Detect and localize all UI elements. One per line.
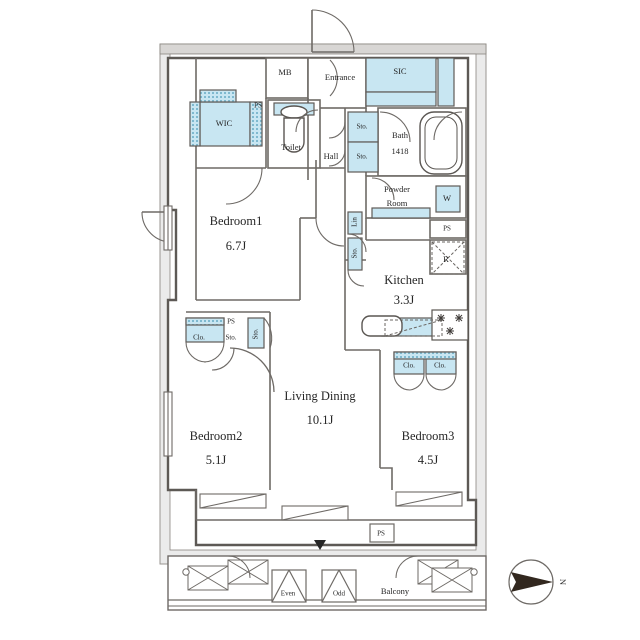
label-sto: Sto. bbox=[356, 123, 367, 131]
sic-shelf-a bbox=[365, 57, 437, 93]
label-r: R bbox=[443, 254, 449, 264]
cooktop bbox=[431, 309, 469, 341]
label-hall: Hall bbox=[324, 151, 339, 161]
wic-closet-left bbox=[189, 101, 201, 147]
hall-storage-lower bbox=[347, 141, 379, 173]
kitchen-sink bbox=[361, 315, 403, 337]
toilet-seat bbox=[283, 117, 305, 153]
compass-north-label: N bbox=[558, 579, 568, 585]
label-ps: PS bbox=[377, 530, 385, 538]
label-room: Room bbox=[387, 198, 408, 208]
room-name-living-dining: Living Dining bbox=[284, 389, 356, 403]
highlighted-fixtures bbox=[185, 57, 461, 375]
label-mb: MB bbox=[278, 67, 292, 77]
label-w: W bbox=[443, 193, 451, 203]
label-1418: 1418 bbox=[392, 146, 409, 156]
bedroom3-closet-shelf bbox=[393, 351, 457, 360]
orientation-marker bbox=[314, 540, 326, 550]
label-sic: SIC bbox=[393, 66, 407, 76]
label-odd: Odd bbox=[333, 590, 346, 598]
room-area-bedroom3: 4.5J bbox=[418, 453, 439, 467]
room-area-bedroom2: 5.1J bbox=[206, 453, 227, 467]
hall-storage-upper bbox=[347, 111, 379, 143]
bathtub-inner bbox=[424, 116, 458, 170]
label-ps: PS bbox=[254, 102, 262, 110]
room-name-labels: Bedroom1 6.7J Bedroom2 5.1J Bedroom3 4.5J Livi… bbox=[190, 214, 455, 467]
label-clo: Clo. bbox=[403, 362, 415, 370]
label-ps: PS bbox=[227, 318, 235, 326]
label-even: Even bbox=[281, 590, 296, 598]
plumbing-fixtures bbox=[280, 105, 463, 337]
washer-unit bbox=[435, 185, 461, 213]
kitchen-side-storage bbox=[347, 237, 363, 271]
sic-shelf-c bbox=[437, 57, 455, 107]
label-ps: PS bbox=[443, 225, 451, 233]
bedroom2-closet-shelf bbox=[185, 317, 225, 326]
ps-bottom-box bbox=[369, 523, 395, 543]
sliding-doors bbox=[199, 491, 463, 521]
kitchen-dashed-detail bbox=[384, 319, 443, 337]
label-sto: Sto. bbox=[351, 247, 359, 258]
room-name-bedroom1: Bedroom1 bbox=[210, 214, 263, 228]
evacuation-hatch-even bbox=[271, 569, 307, 603]
label-powder: Powder bbox=[384, 184, 410, 194]
label-sto: Sto. bbox=[356, 153, 367, 161]
room-name-kitchen: Kitchen bbox=[384, 273, 424, 287]
room-area-kitchen: 3.3J bbox=[394, 293, 415, 307]
refrigerator-space bbox=[431, 241, 465, 275]
linen-closet bbox=[347, 211, 363, 235]
label-entrance: Entrance bbox=[325, 72, 355, 82]
room-area-bedroom1: 6.7J bbox=[226, 239, 247, 253]
room-name-bedroom3: Bedroom3 bbox=[402, 429, 455, 443]
doors bbox=[141, 9, 463, 393]
room-area-living-dining: 10.1J bbox=[307, 413, 334, 427]
compass-needle bbox=[511, 572, 553, 592]
label-balcony: Balcony bbox=[381, 586, 410, 596]
bedroom2-storage bbox=[247, 317, 265, 349]
wic-closet-right bbox=[249, 101, 263, 147]
evacuation-hatch-odd bbox=[321, 569, 357, 603]
label-sto: Sto. bbox=[225, 334, 236, 342]
windows bbox=[163, 205, 173, 457]
balcony-area bbox=[167, 555, 487, 611]
room-name-bedroom2: Bedroom2 bbox=[190, 429, 243, 443]
label-bath: Bath bbox=[392, 130, 409, 140]
label-wic: WIC bbox=[216, 118, 233, 128]
vanity-counter bbox=[371, 207, 431, 219]
label-toilet: Toilet bbox=[281, 142, 301, 152]
label-clo: Clo. bbox=[193, 334, 205, 342]
sic-shelf-b bbox=[365, 91, 437, 107]
compass-rose: N bbox=[508, 559, 568, 605]
wic-upper-shelf bbox=[199, 89, 237, 103]
label-lin: Lin bbox=[351, 217, 359, 227]
label-clo: Clo. bbox=[434, 362, 446, 370]
label-sto: Sto. bbox=[252, 328, 260, 339]
